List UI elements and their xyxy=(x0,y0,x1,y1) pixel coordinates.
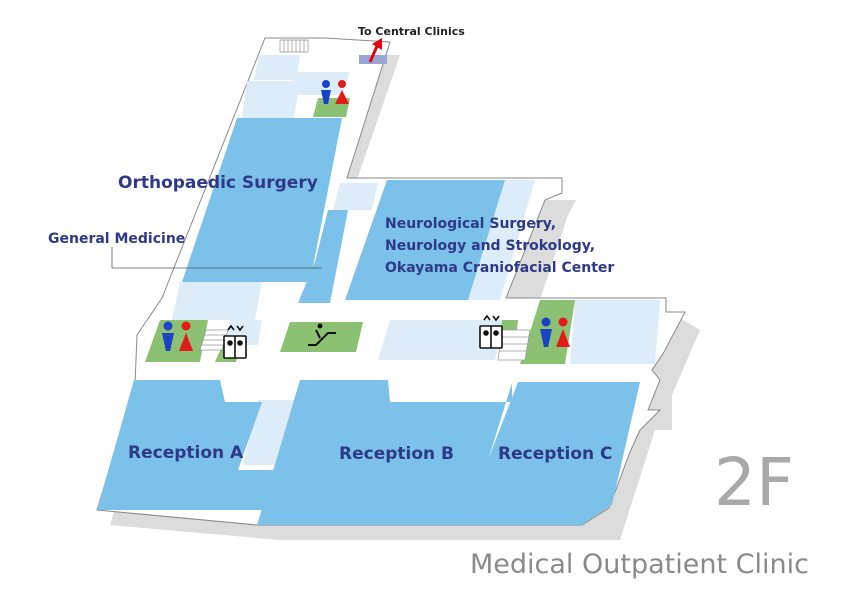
stair-block xyxy=(359,55,387,64)
room-reception-c xyxy=(463,382,640,525)
room-neurology xyxy=(345,180,505,300)
room-reception-a xyxy=(97,380,290,510)
label-reception-c: Reception C xyxy=(498,444,613,464)
room-reception-b xyxy=(257,380,512,525)
direction-label: To Central Clinics xyxy=(358,25,465,38)
stairs-icon xyxy=(199,39,531,361)
label-reception-a: Reception A xyxy=(128,443,244,463)
label-neuro-3: Okayama Craniofacial Center xyxy=(385,260,614,276)
escalator-icon xyxy=(308,323,336,346)
direction-arrow-icon xyxy=(368,38,382,63)
general-medicine-leader xyxy=(111,247,322,269)
room-general-medicine xyxy=(298,210,348,303)
rooms xyxy=(97,118,640,525)
building-name: Medical Outpatient Clinic xyxy=(470,549,809,580)
label-neuro-2: Neurology and Strokology, xyxy=(385,238,595,254)
label-orthopaedic: Orthopaedic Surgery xyxy=(118,173,318,193)
room-orthopaedic xyxy=(182,118,342,282)
floor-label: 2F xyxy=(714,444,794,521)
label-reception-b: Reception B xyxy=(339,444,454,464)
label-general-medicine: General Medicine xyxy=(48,231,185,247)
restroom-icon xyxy=(162,80,570,351)
elevator-icon xyxy=(223,314,503,359)
label-neuro-1: Neurological Surgery, xyxy=(385,216,556,232)
